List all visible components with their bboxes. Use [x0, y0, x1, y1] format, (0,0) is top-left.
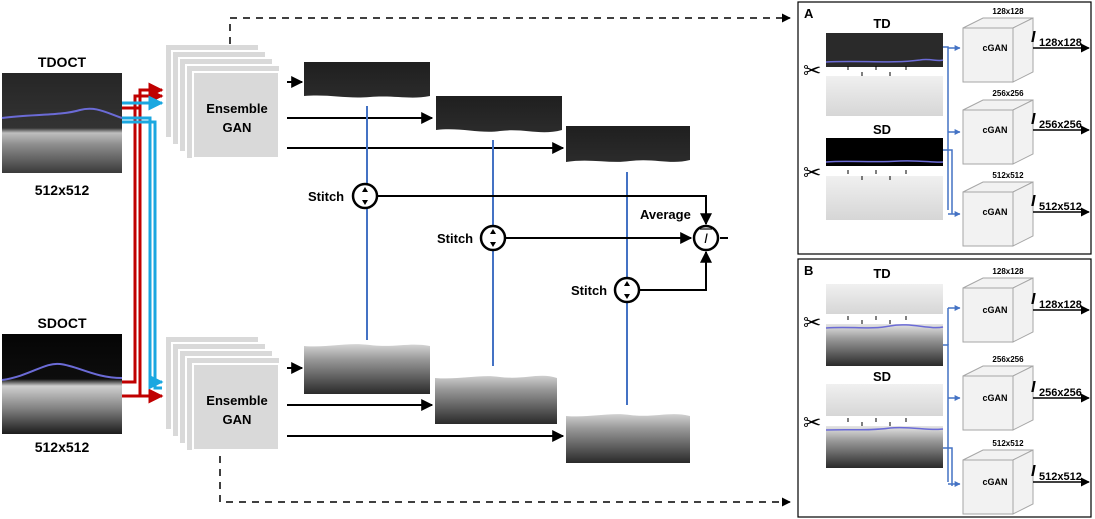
panel-b-output-symbol-3: I	[1031, 463, 1036, 480]
average-node: I	[692, 224, 720, 252]
panel-a: A TD SD ✂ ✂	[797, 1, 1092, 255]
panel-b-output-3: 512x512	[1039, 471, 1082, 483]
stitch-to-average	[377, 195, 728, 291]
ensemble-gan-bottom: Ensemble GAN	[164, 335, 281, 452]
panel-a-output-symbol-2: I	[1031, 111, 1036, 128]
panel-a-scissors-icon-2: ✂	[803, 160, 821, 185]
panel-a-output-symbol-1: I	[1031, 29, 1036, 46]
panel-a-cgan-1: cGAN	[982, 43, 1007, 53]
ensemble-gan-top: Ensemble GAN	[164, 43, 281, 160]
bottom-output-3	[566, 409, 690, 463]
panel-b-cgan-2: cGAN	[982, 393, 1007, 403]
panel-a-letter: A	[804, 6, 814, 21]
stitch-node-3: Stitch	[571, 276, 641, 304]
panel-a-cgan-2: cGAN	[982, 125, 1007, 135]
ensemble-bottom-line1: Ensemble	[206, 393, 267, 408]
sdoct-boundary	[1, 362, 123, 381]
tdoct-size: 512x512	[35, 182, 90, 198]
panel-b-cgan-1: cGAN	[982, 305, 1007, 315]
panel-b-output-symbol-1: I	[1031, 291, 1036, 308]
tdoct-boundary	[1, 107, 123, 119]
panel-a-output-2: 256x256	[1039, 119, 1082, 131]
panel-a-output-3: 512x512	[1039, 201, 1082, 213]
bottom-output-2	[435, 370, 557, 424]
stitch-node-1: Stitch	[308, 182, 379, 210]
bottom-outputs	[287, 340, 690, 463]
panel-a-size-2: 256x256	[992, 89, 1024, 98]
average-label: Average	[640, 207, 691, 222]
stitch-label-2: Stitch	[437, 231, 473, 246]
panel-a-output-1: 128x128	[1039, 37, 1082, 49]
ensemble-top-line2: GAN	[223, 120, 252, 135]
panel-a-size-3: 512x512	[992, 171, 1024, 180]
ensemble-bottom-line2: GAN	[223, 412, 252, 427]
dashed-arrow-top	[229, 13, 791, 44]
panel-b-letter: B	[804, 263, 813, 278]
panel-a-td-label: TD	[873, 16, 890, 31]
top-outputs	[287, 62, 690, 170]
panel-b-output-2: 256x256	[1039, 387, 1082, 399]
sdoct-image	[2, 334, 122, 434]
sdoct-label: SDOCT	[38, 315, 87, 331]
panel-b-size-2: 256x256	[992, 355, 1024, 364]
panel-b-scissors-icon-1: ✂	[803, 310, 821, 335]
panel-b-size-3: 512x512	[992, 439, 1024, 448]
panel-a-size-1: 128x128	[992, 7, 1024, 16]
stitch-node-2: Stitch	[437, 224, 507, 252]
panel-a-scissors-icon-1: ✂	[803, 58, 821, 83]
sdoct-size: 512x512	[35, 439, 90, 455]
average-symbol: I	[704, 230, 708, 246]
panel-a-cgan-3: cGAN	[982, 207, 1007, 217]
bottom-output-1	[304, 340, 430, 394]
panel-b-output-1: 128x128	[1039, 299, 1082, 311]
panel-b-scissors-icon-2: ✂	[803, 410, 821, 435]
panel-a-output-symbol-3: I	[1031, 193, 1036, 210]
tdoct-image	[2, 73, 122, 173]
panel-b-sd-label: SD	[873, 369, 891, 384]
stitch-label-3: Stitch	[571, 283, 607, 298]
tdoct-label: TDOCT	[38, 54, 87, 70]
panel-b-size-1: 128x128	[992, 267, 1024, 276]
panel-b: B TD SD ✂ ✂	[797, 258, 1092, 518]
ensemble-top-line1: Ensemble	[206, 101, 267, 116]
panel-b-td-label: TD	[873, 266, 890, 281]
dashed-arrow-bottom	[219, 456, 791, 507]
panel-b-output-symbol-2: I	[1031, 379, 1036, 396]
input-arrows	[122, 82, 164, 404]
panel-a-sd-label: SD	[873, 122, 891, 137]
stitch-label-1: Stitch	[308, 189, 344, 204]
panel-b-cgan-3: cGAN	[982, 477, 1007, 487]
